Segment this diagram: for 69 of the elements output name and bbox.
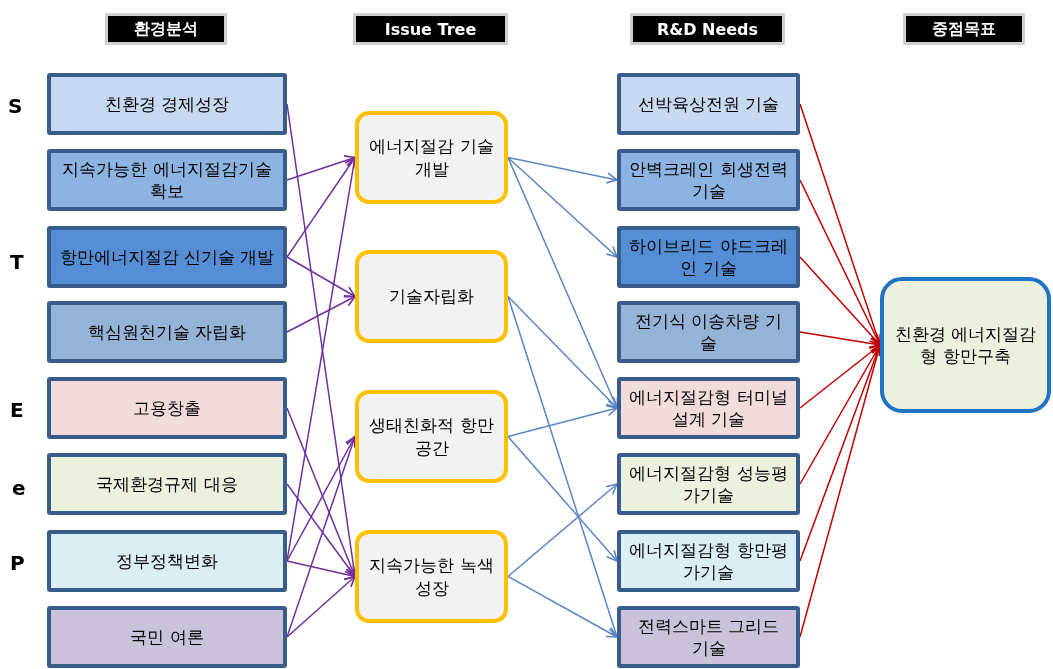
- factor-box: [617, 149, 800, 211]
- box-label: 에너지절감형 터미널설계 기술: [628, 385, 789, 431]
- box-label: 지속가능한 에너지절감기술확보: [61, 157, 273, 203]
- box-label: 에너지절감 기술개발: [368, 135, 495, 180]
- factor-box: [47, 606, 287, 668]
- arrow: [799, 344, 881, 485]
- factor-box: [617, 73, 800, 135]
- box-label: 에너지절감형 성능평가기술: [628, 461, 789, 507]
- factor-box: [47, 530, 287, 592]
- box-label: 전기식 이송차량 기술: [634, 309, 783, 355]
- arrow: [507, 575, 618, 638]
- arrow: [799, 331, 881, 350]
- row-letter: T: [10, 250, 24, 274]
- row-letter: e: [12, 476, 26, 500]
- arrow: [507, 483, 618, 578]
- column-header: Issue Tree: [353, 13, 508, 45]
- arrow: [507, 156, 618, 184]
- arrow: [507, 404, 618, 438]
- box-label: 친환경 에너지절감형 항만구축: [893, 322, 1038, 368]
- box-label: 국민 여론: [130, 625, 204, 649]
- arrow: [507, 435, 618, 562]
- column-header: 환경분석: [105, 13, 227, 45]
- box-label: 에너지절감형 항만평가기술: [628, 538, 789, 584]
- box-label: 선박육상전원 기술: [637, 92, 780, 116]
- factor-box: [617, 301, 800, 363]
- goal-box: [880, 277, 1051, 413]
- factor-box: [47, 453, 287, 515]
- arrow: [286, 256, 356, 298]
- row-letter: P: [10, 551, 25, 575]
- row-letter: E: [10, 398, 24, 422]
- box-label: 생태친화적 항만공간: [368, 414, 495, 459]
- box-label: 친환경 경제성장: [104, 92, 230, 116]
- box-label: 국제환경규제 대응: [96, 472, 238, 496]
- factor-box: [617, 377, 800, 439]
- arrow: [507, 295, 618, 409]
- box-label: 고용창출: [133, 396, 201, 420]
- factor-box: [617, 530, 800, 592]
- issue-box: [355, 530, 508, 623]
- arrow: [799, 344, 881, 409]
- issue-box: [355, 111, 508, 204]
- factor-box: [617, 606, 800, 668]
- arrow: [286, 435, 356, 562]
- factor-box: [617, 226, 800, 288]
- box-label: 전력스마트 그리드 기술: [636, 614, 781, 660]
- box-label: 안벽크레인 회생전력 기술: [628, 157, 789, 203]
- column-header: R&D Needs: [630, 13, 785, 45]
- factor-box: [47, 301, 287, 363]
- box-label: 지속가능한 녹색성장: [368, 554, 495, 599]
- arrow: [799, 256, 881, 346]
- factor-box: [47, 149, 287, 211]
- column-header: 중점목표: [903, 13, 1025, 45]
- factor-box: [47, 226, 287, 288]
- arrow: [286, 156, 356, 258]
- factor-box: [47, 377, 287, 439]
- box-label: 항만에너지절감 신기술 개발: [59, 245, 275, 269]
- box-label: 기술자립화: [389, 285, 474, 308]
- row-letter: S: [8, 94, 23, 118]
- factor-box: [617, 453, 800, 515]
- issue-box: [355, 390, 508, 483]
- arrow: [286, 155, 356, 181]
- issue-box: [355, 250, 508, 343]
- box-label: 하이브리드 야드크레인 기술: [628, 234, 789, 280]
- arrow: [507, 156, 618, 258]
- box-label: 핵심원천기술 자립화: [87, 320, 247, 344]
- arrow: [286, 483, 356, 578]
- arrow: [286, 295, 356, 333]
- box-label: 정부정책변화: [116, 549, 218, 573]
- factor-box: [47, 73, 287, 135]
- arrow: [286, 575, 356, 638]
